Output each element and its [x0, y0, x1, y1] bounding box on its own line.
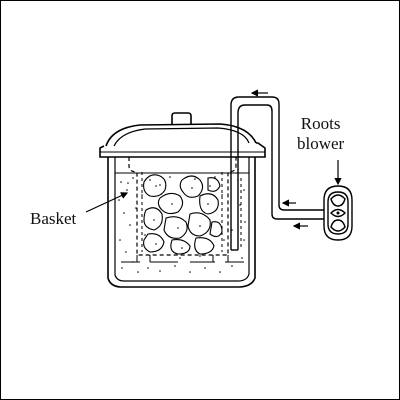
- roots-blower-label-line2: blower: [297, 134, 345, 153]
- roots-blower-label-line1: Roots: [300, 114, 341, 133]
- basket-leader: [85, 192, 129, 213]
- parts-in-basket: [143, 174, 223, 255]
- basket: [128, 157, 237, 256]
- air-pipe: [230, 96, 324, 250]
- tank-body: [107, 157, 256, 288]
- basket-label: Basket: [30, 209, 77, 228]
- lid-knob: [171, 112, 192, 124]
- roots-blower: [323, 185, 353, 241]
- water-bubbles: [118, 176, 246, 273]
- tank-lid: [105, 123, 257, 147]
- flow-arrows: [250, 89, 308, 230]
- roots-blower-label: Roots blower: [297, 114, 344, 154]
